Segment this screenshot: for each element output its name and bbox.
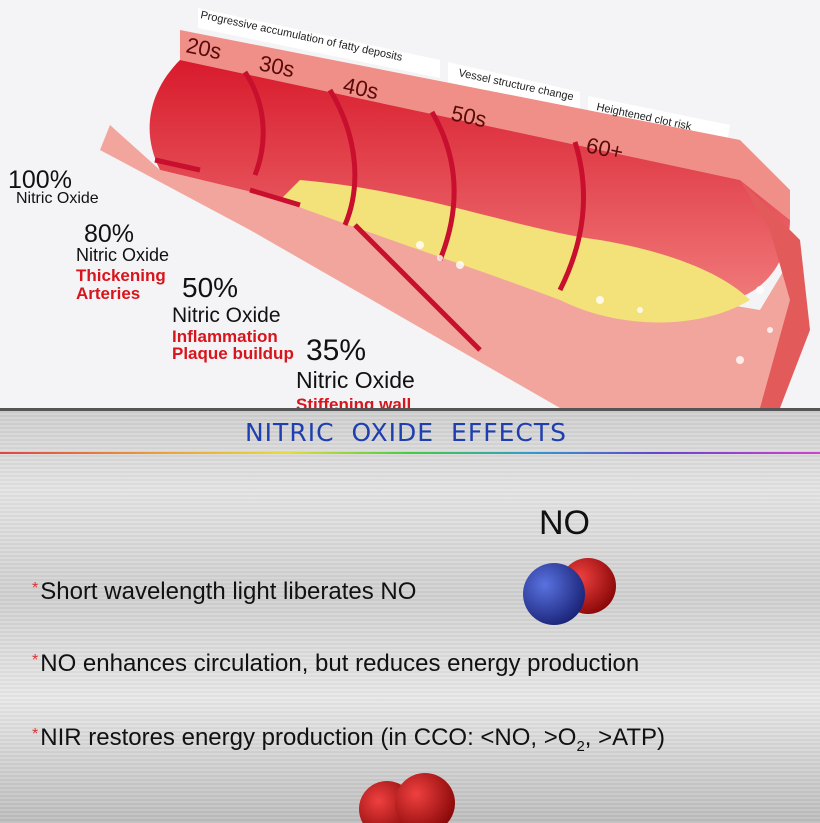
level-label: Nitric Oxide [296, 367, 415, 393]
level-percent: 100% [8, 166, 72, 194]
level-effect: Stiffening wall [296, 395, 412, 408]
molecule-label: NO [539, 504, 590, 542]
level-effect: Thickening [76, 266, 166, 285]
level-effect: Arteries [76, 284, 141, 303]
header-tab [448, 62, 580, 112]
level-percent: 80% [84, 220, 135, 248]
level-effect: Inflammation [172, 327, 278, 346]
level-label: Nitric Oxide [16, 190, 99, 207]
level-label: Nitric Oxide [76, 245, 170, 265]
subscript: 2 [576, 737, 585, 755]
level-effect: Plaque buildup [172, 344, 294, 363]
o2-molecule-icon [359, 773, 455, 823]
slide: NITRIC OXIDE EFFECTS NO *Short wavelengt… [0, 408, 820, 823]
header-tab [198, 8, 440, 78]
divider [0, 408, 820, 411]
artery-drawing: Progressive accumulation of fatty deposi… [100, 8, 810, 408]
level-percent: 50% [182, 272, 239, 303]
no-molecule-icon [523, 558, 616, 625]
bullet-text: NIR restores energy production (in CCO: … [40, 724, 577, 751]
bullet-marker: * [32, 580, 39, 597]
bullet-item: *NIR restores energy production (in CCO:… [32, 724, 665, 755]
bullet-text: Short wavelength light liberates NO [40, 578, 417, 605]
bullet-item: *NO enhances circulation, but reduces en… [32, 650, 639, 678]
artery-illustration: Progressive accumulation of fatty deposi… [0, 0, 820, 408]
bullet-marker: * [32, 652, 39, 669]
slide-title: NITRIC OXIDE EFFECTS [244, 418, 567, 447]
level-label: Nitric Oxide [172, 304, 281, 327]
title-underline [0, 452, 820, 454]
bullet-text: , >ATP) [584, 724, 666, 751]
bullet-item: *Short wavelength light liberates NO [32, 578, 416, 606]
level-percent: 35% [306, 334, 367, 367]
bullet-marker: * [32, 726, 39, 743]
bullet-text: NO enhances circulation, but reduces ene… [40, 650, 640, 677]
